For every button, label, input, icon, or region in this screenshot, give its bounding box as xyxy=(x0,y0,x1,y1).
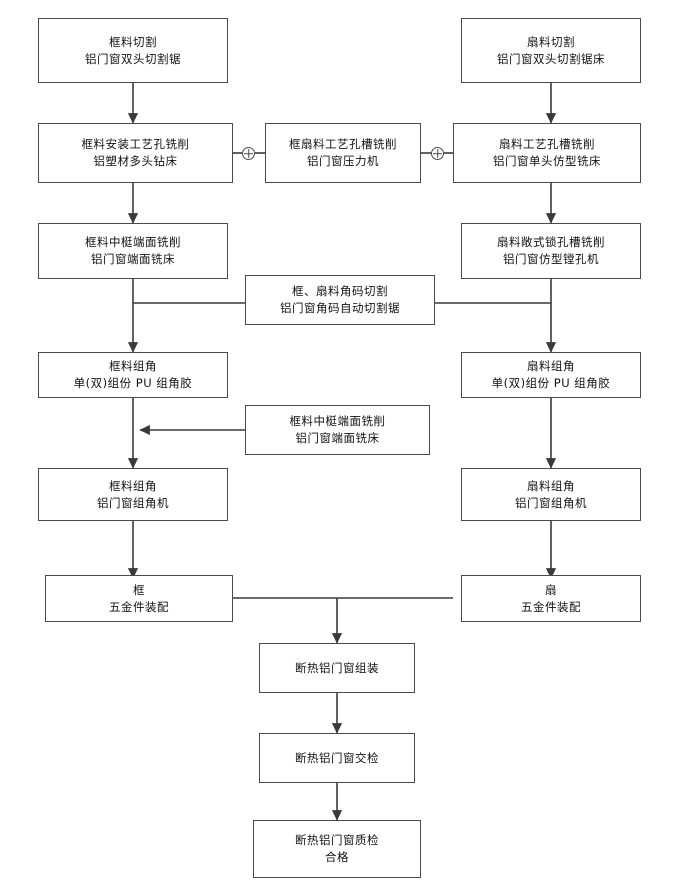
node-window-quality-pass[interactable]: 断热铝门窗质检 合格 xyxy=(253,820,421,878)
node-frame-corner-assembly-machine[interactable]: 框料组角 铝门窗组角机 xyxy=(38,468,228,521)
node-line-2: 铝门窗组角机 xyxy=(515,495,587,510)
node-frame-mullion-end-milling[interactable]: 框料中梃端面铣削 铝门窗端面铣床 xyxy=(38,223,228,279)
node-line-1: 断热铝门窗组装 xyxy=(295,660,379,675)
junction-connector-left xyxy=(242,147,255,160)
node-sash-slot-milling[interactable]: 扇料工艺孔槽铣削 铝门窗单头仿型铣床 xyxy=(453,123,641,183)
node-line-1: 扇料敞式锁孔槽铣削 xyxy=(497,235,605,250)
node-frame-hardware-assembly[interactable]: 框 五金件装配 xyxy=(45,575,233,622)
node-line-1: 框料组角 xyxy=(109,478,157,493)
node-line-2: 铝门窗角码自动切割锯 xyxy=(280,301,400,315)
node-line-2: 铝门窗单头仿型铣床 xyxy=(493,154,601,168)
node-line-2: 合格 xyxy=(325,850,349,864)
junction-connector-right xyxy=(431,147,444,160)
node-line-2: 五金件装配 xyxy=(109,599,169,614)
node-sash-corner-glue[interactable]: 扇料组角 单(双)组份 PU 组角胶 xyxy=(461,352,641,398)
node-line-2: 铝门窗仿型镗孔机 xyxy=(503,252,599,266)
node-line-1: 框料中梃端面铣削 xyxy=(289,414,386,429)
node-line-1: 扇料组角 xyxy=(527,478,575,493)
node-sash-corner-assembly-machine[interactable]: 扇料组角 铝门窗组角机 xyxy=(461,468,641,521)
node-line-1: 框料中梃端面铣削 xyxy=(85,235,181,250)
node-sash-lock-hole-milling[interactable]: 扇料敞式锁孔槽铣削 铝门窗仿型镗孔机 xyxy=(461,223,641,279)
node-line-1: 扇 xyxy=(545,582,557,597)
node-corner-code-cutting[interactable]: 框、扇料角码切割 铝门窗角码自动切割锯 xyxy=(245,275,435,325)
node-window-assembly[interactable]: 断热铝门窗组装 xyxy=(259,643,415,693)
node-line-1: 框料安装工艺孔铣削 xyxy=(81,137,190,152)
node-frame-corner-glue[interactable]: 框料组角 单(双)组份 PU 组角胶 xyxy=(38,352,228,398)
node-frame-sash-slot-milling[interactable]: 框扇料工艺孔槽铣削 铝门窗压力机 xyxy=(265,123,421,183)
node-frame-process-hole-milling[interactable]: 框料安装工艺孔铣削 铝塑材多头钻床 xyxy=(38,123,233,183)
node-line-2: 铝塑材多头钻床 xyxy=(93,154,178,168)
node-line-1: 扇料组角 xyxy=(527,359,575,374)
node-line-1: 框、扇料角码切割 xyxy=(292,284,388,299)
node-line-1: 框 xyxy=(133,582,145,597)
node-line-2: 铝门窗双头切割锯 xyxy=(85,51,181,66)
node-line-2: 铝门窗双头切割锯床 xyxy=(497,51,605,66)
node-line-1: 框扇料工艺孔槽铣削 xyxy=(289,137,397,152)
node-line-1: 框料组角 xyxy=(109,359,157,374)
node-line-2: 铝门窗端面铣床 xyxy=(91,252,175,266)
node-window-inspection-handover[interactable]: 断热铝门窗交检 xyxy=(259,733,415,783)
node-line-1: 框料切割 xyxy=(109,34,157,49)
node-sash-hardware-assembly[interactable]: 扇 五金件装配 xyxy=(461,575,641,622)
node-line-1: 断热铝门窗交检 xyxy=(295,750,379,765)
node-line-1: 扇料切割 xyxy=(527,34,575,49)
node-line-1: 扇料工艺孔槽铣削 xyxy=(499,137,595,152)
node-line-2: 单(双)组份 PU 组角胶 xyxy=(73,376,193,390)
node-line-2: 铝门窗端面铣床 xyxy=(295,431,380,445)
node-frame-cutting[interactable]: 框料切割 铝门窗双头切割锯 xyxy=(38,18,228,83)
node-line-2: 铝门窗压力机 xyxy=(307,154,379,168)
node-sash-cutting[interactable]: 扇料切割 铝门窗双头切割锯床 xyxy=(461,18,641,83)
node-line-1: 断热铝门窗质检 xyxy=(295,833,379,848)
node-frame-mullion-end-milling-secondary[interactable]: 框料中梃端面铣削 铝门窗端面铣床 xyxy=(245,405,430,455)
node-line-2: 五金件装配 xyxy=(521,599,581,614)
node-line-2: 铝门窗组角机 xyxy=(97,495,169,510)
node-line-2: 单(双)组份 PU 组角胶 xyxy=(491,376,611,390)
